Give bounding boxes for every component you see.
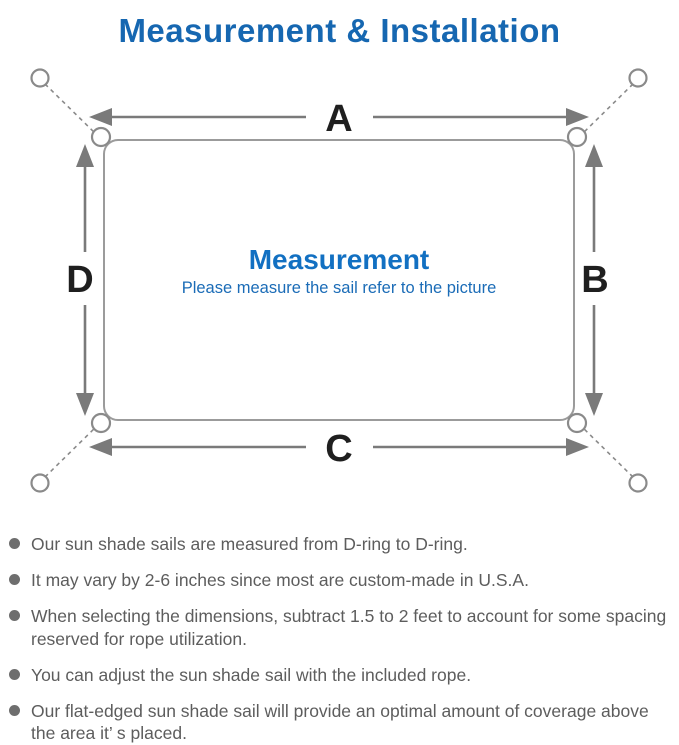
anchor-ring-icon <box>628 473 648 493</box>
list-item: You can adjust the sun shade sail with t… <box>0 664 671 686</box>
diagram-center-subtitle: Please measure the sail refer to the pic… <box>182 279 497 297</box>
list-item: Our sun shade sails are measured from D-… <box>0 533 671 555</box>
page-title: Measurement & Installation <box>118 11 561 49</box>
list-item: It may vary by 2-6 inches since most are… <box>0 569 671 591</box>
bullet-icon <box>9 705 20 717</box>
sail-rectangle <box>103 139 575 421</box>
d-ring-icon <box>90 412 112 434</box>
anchor-ring-icon <box>30 473 50 493</box>
arrowhead-up-icon <box>76 144 94 167</box>
dimension-arrow-b <box>585 144 603 416</box>
anchor-ring-icon <box>30 68 50 88</box>
tie-line-bottom-left <box>44 422 101 478</box>
tie-line-top-left <box>44 83 101 139</box>
note-text: You can adjust the sun shade sail with t… <box>31 664 472 685</box>
arrowhead-right-icon <box>566 108 589 126</box>
arrowhead-down-icon <box>76 393 94 416</box>
d-ring-icon <box>566 412 588 434</box>
measurement-diagram: A B C D Measurement Please measure the s… <box>30 68 648 493</box>
bullet-icon <box>9 574 20 586</box>
dimension-arrow-c <box>89 438 589 456</box>
arrowhead-left-icon <box>89 108 112 126</box>
dim-label-b: B <box>581 259 608 301</box>
note-text: Our sun shade sails are measured from D-… <box>31 534 468 554</box>
note-text: When selecting the dimensions, subtract … <box>31 606 667 649</box>
note-text: Our flat-edged sun shade sail will provi… <box>31 701 649 744</box>
arrowhead-left-icon <box>89 438 112 456</box>
arrowhead-down-icon <box>585 393 603 416</box>
dim-label-d: D <box>66 259 93 301</box>
bullet-icon <box>9 668 20 680</box>
bullet-icon <box>9 610 20 622</box>
d-ring-icon <box>566 126 588 148</box>
dimension-arrow-d <box>76 144 94 416</box>
tie-line-top-right <box>577 83 634 139</box>
arrowhead-right-icon <box>566 438 589 456</box>
notes-list: Our sun shade sails are measured from D-… <box>0 533 679 745</box>
anchor-ring-icon <box>628 68 648 88</box>
list-item: Our flat-edged sun shade sail will provi… <box>0 700 671 744</box>
dim-label-a: A <box>325 98 352 140</box>
note-text: It may vary by 2-6 inches since most are… <box>31 570 529 591</box>
diagram-center-title: Measurement <box>249 244 430 275</box>
bullet-icon <box>9 538 20 549</box>
d-ring-icon <box>90 126 112 148</box>
list-item: When selecting the dimensions, subtract … <box>0 605 671 649</box>
arrowhead-up-icon <box>585 144 603 167</box>
tie-line-bottom-right <box>577 422 634 478</box>
dimension-arrow-a <box>89 108 589 126</box>
dim-label-c: C <box>325 428 352 470</box>
